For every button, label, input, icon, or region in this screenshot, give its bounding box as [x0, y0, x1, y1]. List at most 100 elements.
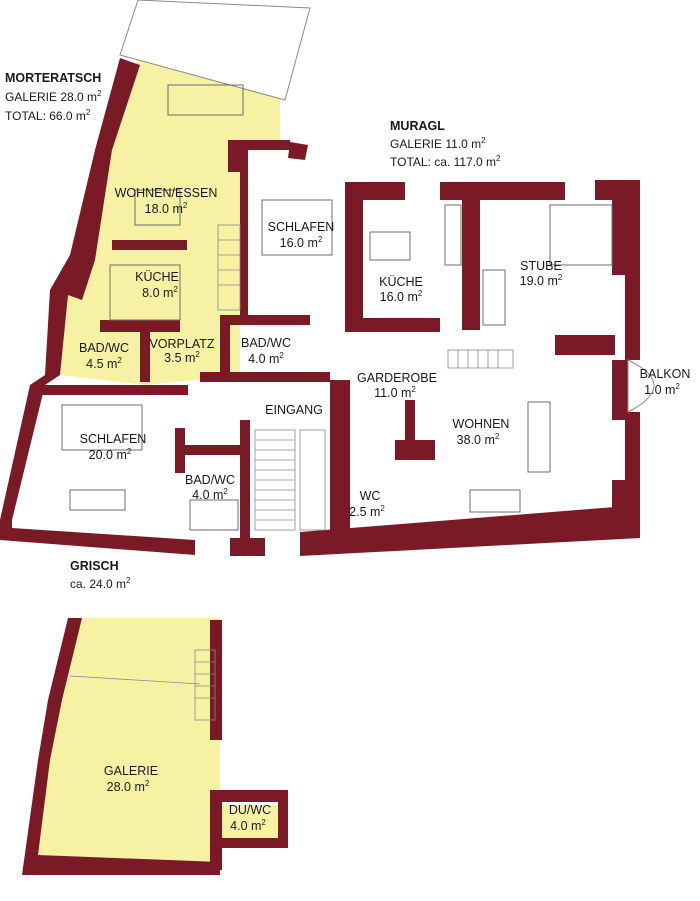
wall-schlafen-west	[240, 150, 248, 315]
outer-wall-south-left	[0, 520, 195, 555]
room-name: VORPLATZ	[149, 337, 214, 351]
wall-kueche-m-top	[112, 240, 187, 250]
svg-text:16.0 m2: 16.0 m2	[280, 235, 323, 250]
room-stube: STUBE 19.0 m2	[520, 259, 563, 288]
room-area: 16.0 m	[380, 290, 418, 304]
room-bad-wc-center: BAD/WC 4.0 m2	[241, 336, 291, 366]
galerie-stair	[69, 649, 216, 721]
room-area: 4.0 m	[230, 819, 261, 833]
room-name: EINGANG	[265, 403, 323, 417]
room-name: WOHNEN	[453, 417, 510, 431]
room-area: 19.0 m	[520, 274, 558, 288]
room-area: 11.0 m	[374, 386, 411, 400]
room-name: SCHLAFEN	[80, 432, 147, 446]
outer-wall-east	[612, 180, 640, 538]
svg-text:3.5 m2: 3.5 m2	[164, 350, 200, 365]
svg-text:TOTAL: 66.0 m2: TOTAL: 66.0 m2	[5, 108, 91, 123]
unit-muragl-galerie: GALERIE 11.0 m	[390, 137, 481, 151]
room-area: 38.0 m	[457, 433, 495, 447]
room-name: KÜCHE	[135, 270, 179, 284]
unit-morteratsch-total: TOTAL: 66.0 m	[5, 109, 86, 123]
room-vorplatz: VORPLATZ 3.5 m2	[149, 337, 214, 365]
outer-wall-south-mid	[230, 538, 265, 556]
room-kueche-muragl: KÜCHE 16.0 m2	[379, 275, 423, 304]
outer-wall-north-muragl-2	[440, 182, 565, 200]
svg-text:4.0 m2: 4.0 m2	[230, 818, 266, 833]
room-schlafen-morteratsch: SCHLAFEN 16.0 m2	[268, 220, 335, 250]
wall-eingang-east	[330, 380, 350, 530]
svg-text:GALERIE 28.0 m2: GALERIE 28.0 m2	[5, 89, 102, 104]
stair-morteratsch	[217, 224, 241, 311]
room-name: GALERIE	[104, 764, 158, 778]
room-name: BAD/WC	[241, 336, 291, 350]
furniture	[61, 84, 613, 531]
outer-wall-west	[0, 58, 140, 520]
wall-bad-wc-c-west	[220, 315, 230, 380]
galerie-wall-east	[210, 620, 222, 740]
room-name: BAD/WC	[185, 473, 235, 487]
wall-bad-east	[240, 420, 250, 540]
room-bad-wc-grisch: BAD/WC 4.0 m2	[185, 473, 235, 502]
north-wall-schlafen-2	[288, 142, 308, 160]
svg-text:1.0 m2: 1.0 m2	[644, 382, 680, 397]
du-wc-wall-top	[210, 790, 288, 802]
room-name: DU/WC	[229, 803, 271, 817]
room-area: 20.0 m	[89, 448, 127, 462]
unit-muragl-total: TOTAL: ca. 117.0 m	[390, 155, 496, 169]
du-wc-wall-east	[278, 790, 288, 845]
room-kueche-morteratsch: KÜCHE 8.0 m2	[135, 270, 179, 300]
unit-grisch: GRISCH ca. 24.0 m2	[70, 559, 131, 591]
room-schlafen-grisch: SCHLAFEN 20.0 m2	[80, 432, 147, 462]
room-area: 16.0 m	[280, 236, 318, 250]
svg-text:38.0 m2: 38.0 m2	[457, 432, 500, 447]
unit-grisch-area: ca. 24.0 m	[70, 577, 126, 591]
stair-main	[254, 429, 326, 531]
room-area: 4.0 m	[248, 352, 279, 366]
outer-wall-south-right	[300, 505, 640, 556]
room-area: 18.0 m	[145, 202, 183, 216]
wall-bad-west	[175, 428, 185, 473]
unit-morteratsch-name: MORTERATSCH	[5, 71, 101, 85]
room-area: 28.0 m	[107, 780, 145, 794]
room-area: 3.5 m	[164, 351, 195, 365]
balkon-outline	[627, 359, 655, 413]
svg-text:16.0 m2: 16.0 m2	[380, 289, 423, 304]
room-name: SCHLAFEN	[268, 220, 335, 234]
stair-garderobe	[447, 349, 514, 369]
wall-schlafen-g-top	[40, 385, 188, 395]
room-name: KÜCHE	[379, 275, 423, 289]
galerie-highlight	[38, 618, 282, 862]
svg-text:8.0 m2: 8.0 m2	[142, 285, 178, 300]
unit-morteratsch: MORTERATSCH GALERIE 28.0 m2 TOTAL: 66.0 …	[5, 71, 102, 123]
room-name: BALKON	[640, 367, 691, 381]
room-area: 1.0 m	[644, 383, 675, 397]
wall-stube-south	[555, 335, 615, 355]
galerie-wall-east-lower	[210, 790, 222, 870]
du-wc-wall-bottom	[210, 838, 288, 848]
unit-morteratsch-galerie: GALERIE 28.0 m	[5, 90, 97, 104]
svg-text:2.5 m2: 2.5 m2	[349, 504, 385, 519]
wall-kueche-divider	[462, 200, 480, 330]
room-du-wc: DU/WC 4.0 m2	[229, 803, 271, 833]
room-area: 4.0 m	[192, 488, 223, 502]
room-wohnen-essen: WOHNEN/ESSEN 18.0 m2	[115, 186, 218, 216]
room-area: 2.5 m	[349, 505, 380, 519]
svg-text:18.0 m2: 18.0 m2	[145, 201, 188, 216]
room-galerie: GALERIE 28.0 m2	[104, 764, 158, 794]
svg-text:19.0 m2: 19.0 m2	[520, 273, 563, 288]
wall-bad-top	[185, 445, 245, 455]
svg-text:28.0 m2: 28.0 m2	[107, 779, 150, 794]
room-wohnen: WOHNEN 38.0 m2	[453, 417, 510, 447]
terrace-outline	[119, 0, 311, 101]
room-area: 8.0 m	[142, 286, 173, 300]
room-bad-wc-morteratsch: BAD/WC 4.5 m2	[79, 341, 129, 371]
room-balkon: BALKON 1.0 m2	[640, 367, 691, 397]
svg-text:TOTAL: ca. 117.0 m2: TOTAL: ca. 117.0 m2	[390, 154, 501, 169]
room-eingang: EINGANG	[265, 403, 323, 417]
outer-wall-north-muragl	[345, 182, 405, 330]
svg-text:GALERIE 11.0 m2: GALERIE 11.0 m2	[390, 136, 486, 151]
svg-text:11.0 m2: 11.0 m2	[374, 385, 416, 400]
room-garderobe: GARDEROBE 11.0 m2	[357, 371, 437, 400]
unit-muragl: MURAGL GALERIE 11.0 m2 TOTAL: ca. 117.0 …	[390, 119, 501, 169]
